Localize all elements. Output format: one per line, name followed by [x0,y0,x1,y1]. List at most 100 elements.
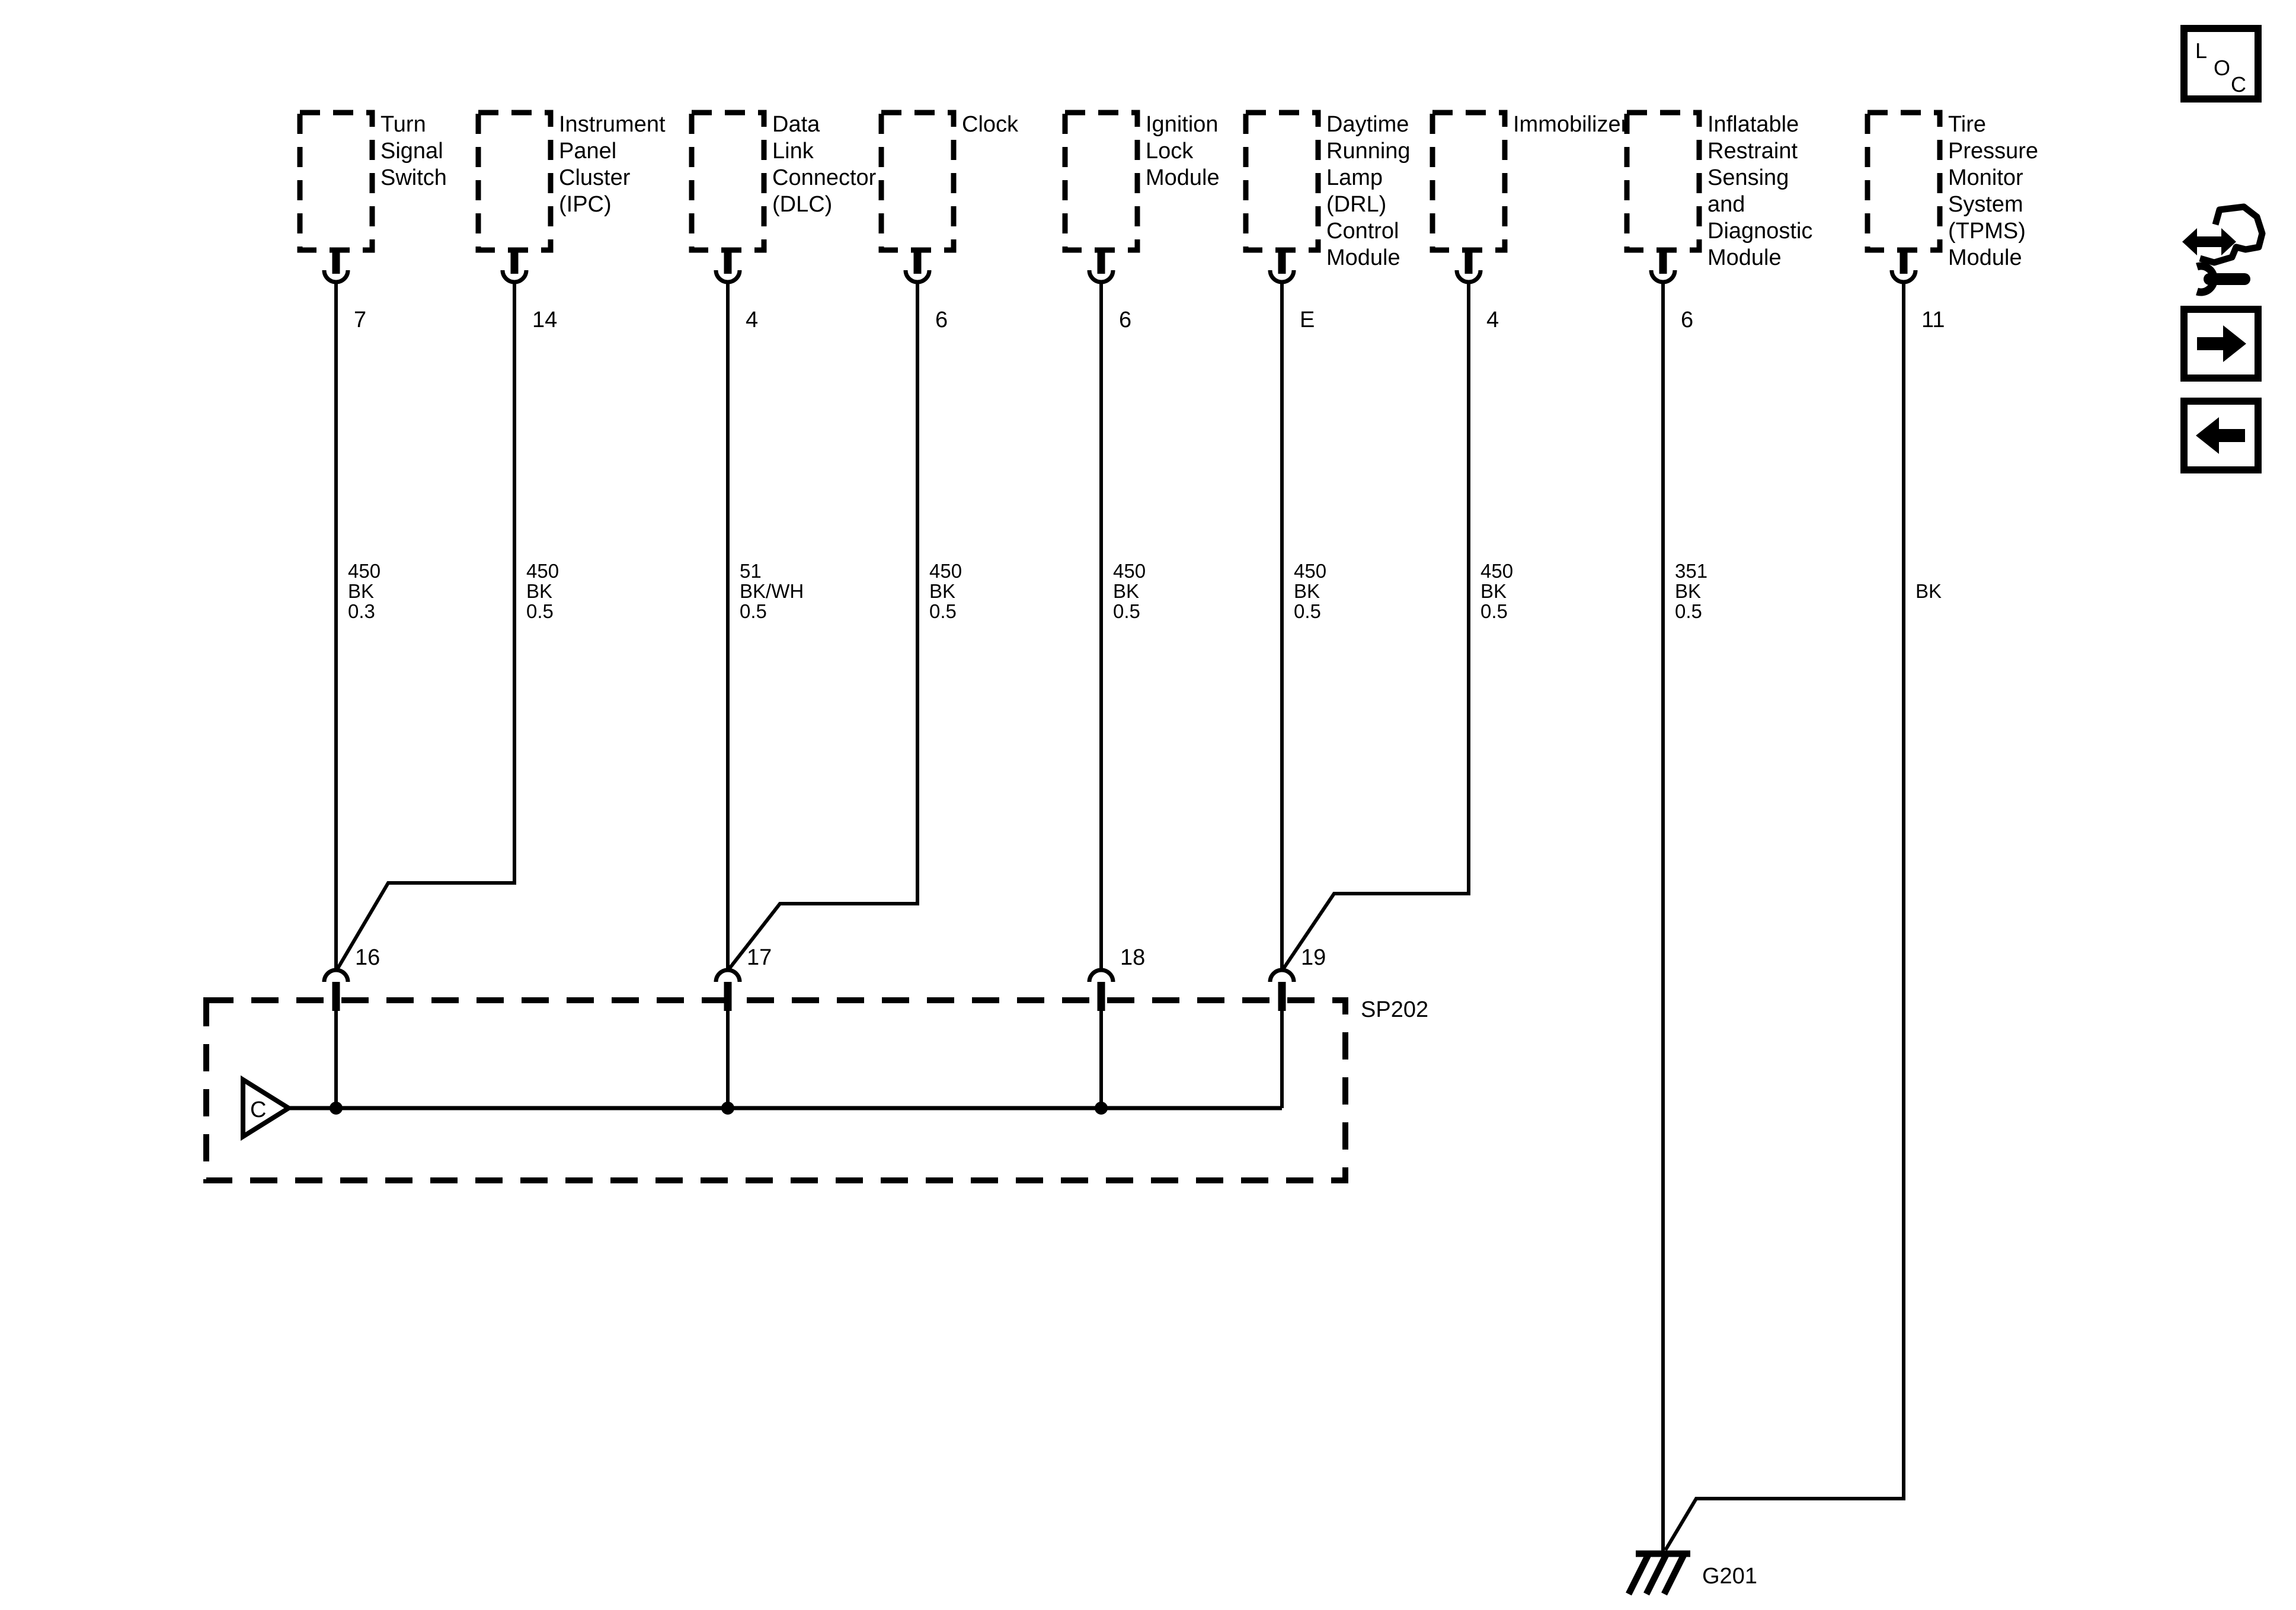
component-label-line: Module [1326,245,1400,270]
ground-wire [1664,281,1905,1551]
right-arrow-icon [2197,325,2246,362]
component-label-line: Restraint [1707,139,1798,164]
wire-color-code: BK [1113,580,1139,602]
component-label-line: Clock [962,112,1019,137]
component-label-line: Lamp [1326,165,1383,190]
wire-gauge: 0.5 [1480,600,1508,622]
component-label-line: Signal [380,139,443,164]
component-label-line: Link [772,139,814,164]
component-label-line: (TPMS) [1948,219,2026,244]
loc-letter: L [2195,39,2207,63]
component-label-line: Monitor [1948,165,2023,190]
wire-circuit-number: 450 [929,560,962,582]
component-label-line: Switch [380,165,447,190]
component-label-line: and [1707,192,1745,217]
left-arrow-icon [2196,417,2245,454]
wire-circuit-number: 51 [740,560,762,582]
pin-number: 6 [935,308,948,332]
component-label-line: Diagnostic [1707,219,1812,244]
component-label-line: Cluster [559,165,631,190]
wire-color-code: BK [526,580,552,602]
component-turn-signal-switch: Turn Signal Switch 7 450 BK 0.3 [297,110,447,971]
wire-gauge: 0.5 [929,600,957,622]
component-label-line: Running [1326,139,1411,164]
splice-pin-number: 18 [1120,945,1145,970]
component-label-line: Module [1146,165,1220,190]
splice-pin-19: 19 [1268,945,1326,1108]
wire-color-code: BK [1916,580,1942,602]
splice-label: SP202 [1361,997,1428,1022]
ground-g201: G201 [1626,1550,1757,1596]
toolbar: L O C [2180,25,2266,473]
component-label-line: Sensing [1707,165,1789,190]
component-label-line: Module [1948,245,2022,270]
wire-color-code: BK [929,580,955,602]
wire-gauge: 0.5 [740,600,767,622]
component-label-line: Connector [772,165,877,190]
component-label-line: Lock [1146,139,1194,164]
splice-connector-triangle [241,1075,293,1141]
pin-number: 4 [1486,308,1499,332]
next-page-button[interactable] [2180,306,2262,382]
service-info-jump-icon[interactable] [2182,203,2266,296]
component-label-line: Data [772,112,820,137]
wire-gauge: 0.5 [1675,600,1702,622]
component-label-line: (DRL) [1326,192,1386,217]
wire-color-code: BK [348,580,374,602]
component-label-line: Turn [380,112,426,137]
component-label-line: Panel [559,139,616,164]
component-label-line: Daytime [1326,112,1409,137]
wire-gauge: 0.5 [1113,600,1140,622]
pin-number: 4 [746,308,758,332]
wire-circuit-number: 450 [1113,560,1146,582]
pin-number: 14 [532,308,557,332]
splice-pack-sp202: C SP202 16 17 18 [203,945,1428,1183]
wire-circuit-number: 450 [1294,560,1326,582]
ground-wire [728,281,919,969]
component-label-line: Immobilizer [1513,112,1629,137]
loc-letter: O [2214,56,2230,80]
component-clock: Clock 6 450 BK 0.5 [728,110,1019,969]
component-label-line: Tire [1948,112,1986,137]
component-label-line: Pressure [1948,139,2038,164]
component-label-line: Ignition [1146,112,1219,137]
component-immobilizer: Immobilizer 4 450 BK 0.5 [1282,110,1629,969]
ground-wire [336,281,516,969]
wire-circuit-number: 450 [348,560,380,582]
pin-number: 6 [1681,308,1693,332]
wire-color-code: BK [1480,580,1507,602]
splice-connector-letter: C [250,1097,266,1122]
splice-pin-number: 17 [747,945,772,970]
component-label-line: (DLC) [772,192,832,217]
pointer-outline-icon [2199,203,2266,266]
ground-symbol-stroke [1626,1552,1652,1596]
splice-pin-number: 19 [1301,945,1326,970]
ground-wire [1282,281,1470,969]
wire-circuit-number: 450 [526,560,559,582]
component-data-link-connector: Data Link Connector (DLC) 4 51 BK/WH 0.5 [689,110,877,971]
component-drl-control-module: Daytime Running Lamp (DRL) Control Modul… [1243,110,1411,971]
component-tpms-module: Tire Pressure Monitor System (TPMS) Modu… [1664,110,2038,1551]
wire-circuit-number: 450 [1480,560,1513,582]
component-label-line: (IPC) [559,192,612,217]
component-instrument-panel-cluster: Instrument Panel Cluster (IPC) 14 450 BK… [336,110,666,969]
ground-symbol-stroke [1643,1552,1670,1596]
loc-button-box[interactable] [2180,25,2262,103]
pin-number: 6 [1119,308,1131,332]
loc-button[interactable]: L O C [2180,25,2262,103]
double-arrow-icon [2182,228,2236,255]
previous-page-button[interactable] [2180,398,2262,473]
component-ignition-lock-module: Ignition Lock Module 6 450 BK 0.5 [1062,110,1220,971]
wire-color-code: BK [1294,580,1320,602]
component-label-line: System [1948,192,2023,217]
wire-gauge: 0.3 [348,600,375,622]
component-label-line: Inflatable [1707,112,1799,137]
pin-number: 7 [354,308,366,332]
next-page-button-box[interactable] [2180,306,2262,382]
wire-color-code: BK [1675,580,1701,602]
wire-circuit-number: 351 [1675,560,1707,582]
splice-box [203,997,1348,1183]
